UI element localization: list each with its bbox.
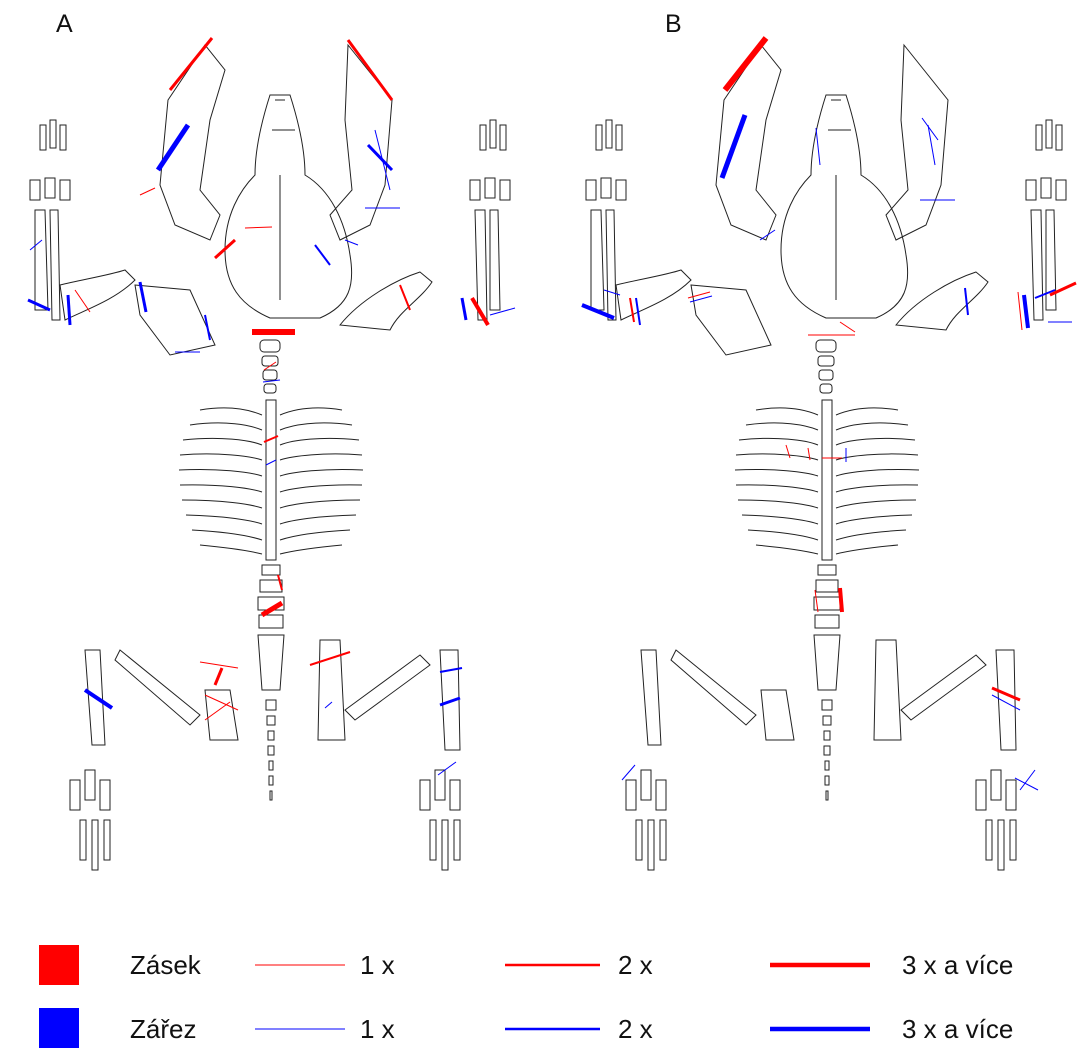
legend-count-1x-zasek: 1 x xyxy=(360,950,395,981)
skeleton-diagram xyxy=(0,0,1089,900)
skeleton-outline-a xyxy=(30,45,510,870)
legend-count-2x-zarez: 2 x xyxy=(618,1014,653,1045)
legend-count-2x-zasek: 2 x xyxy=(618,950,653,981)
legend-count-3x-zarez: 3 x a více xyxy=(902,1014,1013,1045)
legend-count-3x-zasek: 3 x a více xyxy=(902,950,1013,981)
legend-count-1x-zarez: 1 x xyxy=(360,1014,395,1045)
cut-marks-b xyxy=(582,38,1076,790)
